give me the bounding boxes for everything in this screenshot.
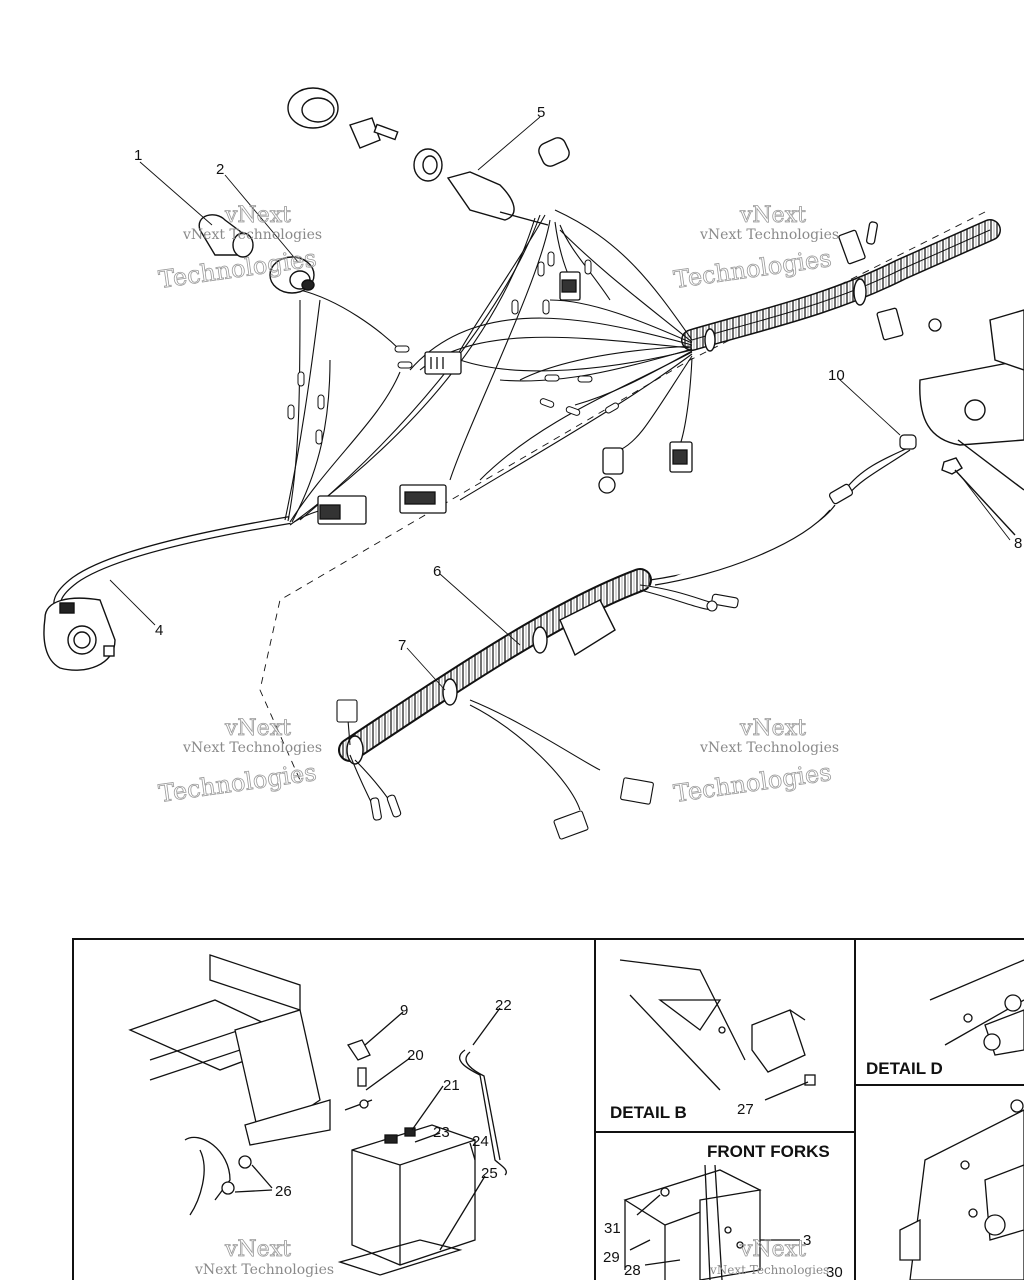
rear-loom xyxy=(338,568,652,765)
detail-d-panel xyxy=(929,959,1024,1056)
harness-wires xyxy=(289,209,693,526)
lower-panels-frame xyxy=(72,938,1024,1280)
callout-25: 25 xyxy=(481,1165,498,1182)
callout-31: 31 xyxy=(604,1220,621,1237)
bullet-connectors xyxy=(287,251,619,445)
callout-21: 21 xyxy=(443,1077,460,1094)
callout-29: 29 xyxy=(603,1249,620,1266)
svg-text:vNext Technologies: vNext Technologies xyxy=(699,227,839,243)
svg-text:vNext Technologies: vNext Technologies xyxy=(182,740,322,756)
callout-7: 7 xyxy=(398,637,406,654)
callout-27: 27 xyxy=(737,1101,754,1118)
tail-lead xyxy=(649,434,917,586)
upper-callouts: 1 2 5 4 6 7 10 8 xyxy=(134,104,1022,654)
rear-lamp-bracket xyxy=(919,309,1024,536)
svg-text:Technologies: Technologies xyxy=(672,244,833,294)
callout-20: 20 xyxy=(407,1047,424,1064)
svg-text:vNext: vNext xyxy=(224,203,291,228)
hand-control xyxy=(43,597,116,671)
callout-9: 9 xyxy=(400,1002,408,1019)
svg-text:vNext: vNext xyxy=(739,203,806,228)
svg-text:Technologies: Technologies xyxy=(157,758,318,808)
watermark-lower-mid: vNext vNext Technologies xyxy=(709,1237,829,1277)
watermark-lower-left: vNext vNext Technologies xyxy=(194,1237,334,1278)
watermark-mid-right: vNext vNext Technologies Technologies xyxy=(672,716,840,809)
ignition-switch xyxy=(287,87,570,226)
watermark-mid-left: vNext vNext Technologies Technologies xyxy=(157,716,323,809)
callout-23: 23 xyxy=(433,1124,450,1141)
front-forks-title: FRONT FORKS xyxy=(707,1142,830,1161)
svg-text:vNext Technologies: vNext Technologies xyxy=(699,740,839,756)
left-cable xyxy=(53,289,401,613)
callout-8: 8 xyxy=(1014,535,1022,552)
callout-28: 28 xyxy=(624,1262,641,1279)
front-forks-panel xyxy=(623,1164,800,1280)
svg-text:vNext Technologies: vNext Technologies xyxy=(194,1262,334,1278)
callout-2: 2 xyxy=(216,161,224,178)
callout-30: 30 xyxy=(826,1264,843,1280)
callout-26: 26 xyxy=(275,1183,292,1200)
svg-text:Technologies: Technologies xyxy=(672,758,833,808)
callout-4: 4 xyxy=(155,622,163,639)
svg-text:vNext Technologies: vNext Technologies xyxy=(182,227,322,243)
svg-text:vNext: vNext xyxy=(224,716,291,741)
detail-d-title: DETAIL D xyxy=(866,1059,943,1078)
detail-b-title: DETAIL B xyxy=(610,1103,687,1122)
callout-24: 24 xyxy=(472,1133,489,1150)
callout-5: 5 xyxy=(537,104,545,121)
leader-lines xyxy=(109,116,1011,691)
svg-text:vNext: vNext xyxy=(739,1237,806,1262)
plug-connectors xyxy=(317,221,942,525)
indicator-lamps xyxy=(198,214,315,294)
svg-text:vNext: vNext xyxy=(224,1237,291,1262)
main-loom xyxy=(681,219,1001,352)
mounting-plate-panel xyxy=(899,1099,1024,1280)
svg-text:vNext: vNext xyxy=(739,716,806,741)
callout-3: 3 xyxy=(803,1232,811,1249)
detail-b-panel xyxy=(619,959,816,1101)
callout-6: 6 xyxy=(433,563,441,580)
svg-text:vNext Technologies: vNext Technologies xyxy=(709,1263,829,1277)
watermark-upper-right: vNext vNext Technologies Technologies xyxy=(672,203,840,295)
callout-10: 10 xyxy=(828,367,845,384)
callout-1: 1 xyxy=(134,147,142,164)
callout-22: 22 xyxy=(495,997,512,1014)
rear-loom-wires xyxy=(336,584,739,840)
frame-outline-dashed xyxy=(259,211,986,781)
battery-panel-callouts: 9 20 21 22 23 24 25 26 xyxy=(275,997,512,1200)
battery-panel xyxy=(128,954,507,1276)
main-harness-group xyxy=(43,87,1024,840)
